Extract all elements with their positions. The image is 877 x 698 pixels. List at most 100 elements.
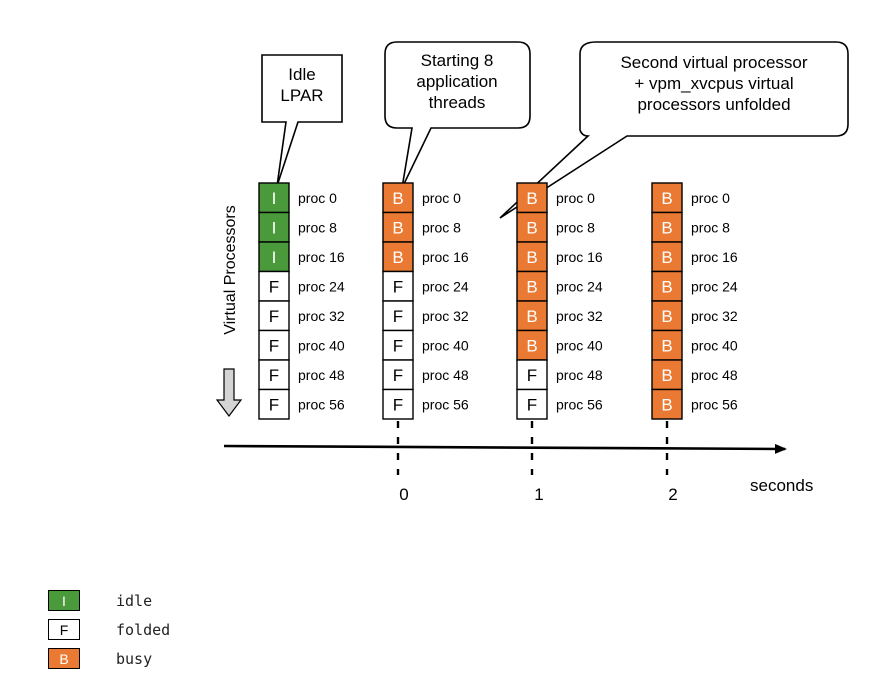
callout-second-line-1: Second virtual processor <box>620 53 807 72</box>
processor-label: proc 40 <box>556 338 603 354</box>
processor-state-cell <box>258 388 290 420</box>
callout-starting-threads <box>384 41 531 189</box>
callout-second-line-2: + vpm_xvcpus virtual <box>634 74 793 93</box>
processor-label: proc 40 <box>298 338 345 354</box>
processor-state-cell <box>651 359 683 391</box>
legend-label-folded: folded <box>116 620 171 639</box>
processor-label: proc 8 <box>298 220 337 236</box>
processor-state-cell <box>651 182 683 214</box>
processor-state-letter: B <box>392 219 403 238</box>
processor-state-cell <box>382 388 414 420</box>
processor-state-letter: F <box>527 366 537 385</box>
processor-state-letter: F <box>393 307 403 326</box>
legend-item-idle: I idle <box>48 586 170 615</box>
x-tick-label: 1 <box>534 485 543 504</box>
processor-state-letter: F <box>269 396 279 415</box>
x-tick-label: 2 <box>668 485 677 504</box>
processor-state-letter: B <box>526 219 537 238</box>
processor-label: proc 48 <box>556 367 603 383</box>
processor-label: proc 32 <box>422 308 469 324</box>
processor-state-letter: B <box>661 189 672 208</box>
processor-state-cell <box>382 359 414 391</box>
processor-label: proc 8 <box>422 220 461 236</box>
processor-label: proc 24 <box>422 279 469 295</box>
processor-state-letter: B <box>661 396 672 415</box>
processor-state-cell <box>258 182 290 214</box>
processor-label: proc 24 <box>556 279 603 295</box>
processor-state-cell <box>516 241 548 273</box>
processor-label: proc 24 <box>298 279 345 295</box>
y-axis-label: Virtual Processors <box>222 205 239 335</box>
x-axis-unit: seconds <box>750 476 813 495</box>
processor-state-letter: B <box>526 189 537 208</box>
processor-label: proc 16 <box>556 249 603 265</box>
processor-state-letter: B <box>526 337 537 356</box>
processor-label: proc 0 <box>298 190 337 206</box>
processor-state-letter: F <box>269 366 279 385</box>
processor-state-letter: B <box>661 307 672 326</box>
processor-label: proc 56 <box>691 397 738 413</box>
processor-state-cell <box>516 359 548 391</box>
processor-label: proc 8 <box>556 220 595 236</box>
processor-state-cell <box>382 329 414 361</box>
processor-state-cell <box>651 270 683 302</box>
processor-label: proc 48 <box>422 367 469 383</box>
processor-state-cell <box>382 300 414 332</box>
processor-state-letter: I <box>272 189 277 208</box>
callout-start-line-1: Starting 8 <box>421 51 494 70</box>
legend-item-folded: F folded <box>48 615 170 644</box>
processor-state-cell <box>382 211 414 243</box>
processor-state-letter: B <box>526 307 537 326</box>
processor-state-cell <box>651 241 683 273</box>
processor-state-letter: F <box>393 396 403 415</box>
processor-state-letter: F <box>393 337 403 356</box>
legend-swatch-idle: I <box>48 590 80 611</box>
processor-state-cell <box>516 182 548 214</box>
processor-state-letter: B <box>661 337 672 356</box>
processor-label: proc 16 <box>691 249 738 265</box>
legend: I idle F folded B busy <box>48 586 170 673</box>
processor-state-cell <box>258 211 290 243</box>
processor-label: proc 0 <box>556 190 595 206</box>
processor-label: proc 0 <box>422 190 461 206</box>
processor-state-cell <box>651 388 683 420</box>
processor-state-letter: B <box>661 278 672 297</box>
processor-state-cell <box>258 300 290 332</box>
processor-label: proc 56 <box>422 397 469 413</box>
processor-state-cell <box>258 241 290 273</box>
legend-swatch-folded: F <box>48 619 80 640</box>
processor-state-letter: F <box>393 366 403 385</box>
processor-state-letter: F <box>527 396 537 415</box>
processor-state-letter: B <box>526 278 537 297</box>
processor-state-cell <box>516 388 548 420</box>
processor-state-cell <box>516 300 548 332</box>
processor-state-letter: F <box>269 278 279 297</box>
processor-state-letter: B <box>661 366 672 385</box>
processor-label: proc 56 <box>298 397 345 413</box>
legend-swatch-busy: B <box>48 648 80 669</box>
processor-state-letter: B <box>661 219 672 238</box>
processor-state-letter: B <box>526 248 537 267</box>
processor-label: proc 32 <box>556 308 603 324</box>
callout-idle-line-2: LPAR <box>280 86 323 105</box>
processor-state-letter: I <box>272 248 277 267</box>
callout-start-line-3: threads <box>429 93 486 112</box>
processor-state-letter: F <box>269 307 279 326</box>
processor-state-letter: B <box>661 248 672 267</box>
time-axis <box>223 443 787 454</box>
legend-label-busy: busy <box>116 649 153 668</box>
processor-label: proc 16 <box>298 249 345 265</box>
processor-label: proc 32 <box>691 308 738 324</box>
processor-state-letter: I <box>272 219 277 238</box>
processor-label: proc 48 <box>691 367 738 383</box>
processor-label: proc 24 <box>691 279 738 295</box>
processor-state-cell <box>382 182 414 214</box>
processor-label: proc 8 <box>691 220 730 236</box>
legend-label-idle: idle <box>116 591 153 610</box>
